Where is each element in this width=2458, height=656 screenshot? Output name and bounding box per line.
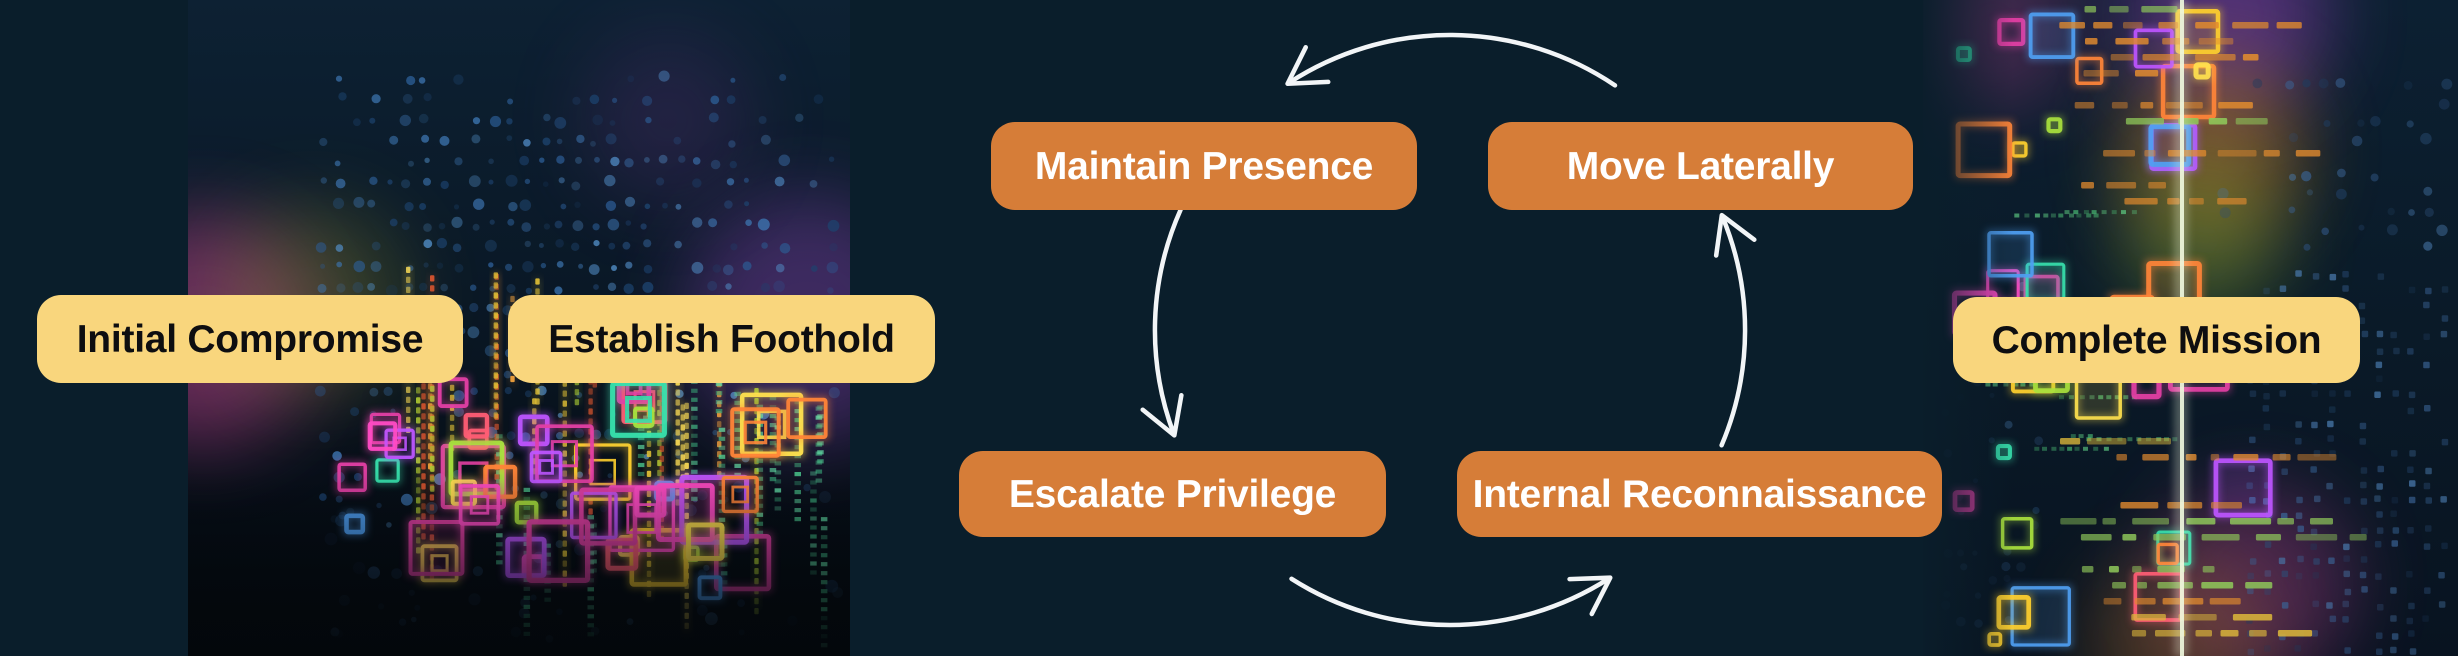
stage-establish-foothold: Establish Foothold xyxy=(508,295,935,383)
arrow-bottom-escalate-privilege-to-internal-reconnaissance xyxy=(1289,575,1613,628)
stage-maintain-presence: Maintain Presence xyxy=(991,122,1417,210)
arrow-top-move-laterally-to-maintain-presence xyxy=(1285,32,1618,88)
arrow-right-internal-reconnaissance-to-move-laterally xyxy=(1713,212,1757,448)
stage-complete-mission: Complete Mission xyxy=(1953,297,2360,383)
stage-escalate-privilege: Escalate Privilege xyxy=(959,451,1386,537)
stage-initial-compromise: Initial Compromise xyxy=(37,295,463,383)
stage-internal-reconnaissance: Internal Reconnaissance xyxy=(1457,451,1942,537)
stage-move-laterally: Move Laterally xyxy=(1488,122,1913,210)
arrow-left-maintain-presence-to-escalate-privilege xyxy=(1140,207,1184,438)
